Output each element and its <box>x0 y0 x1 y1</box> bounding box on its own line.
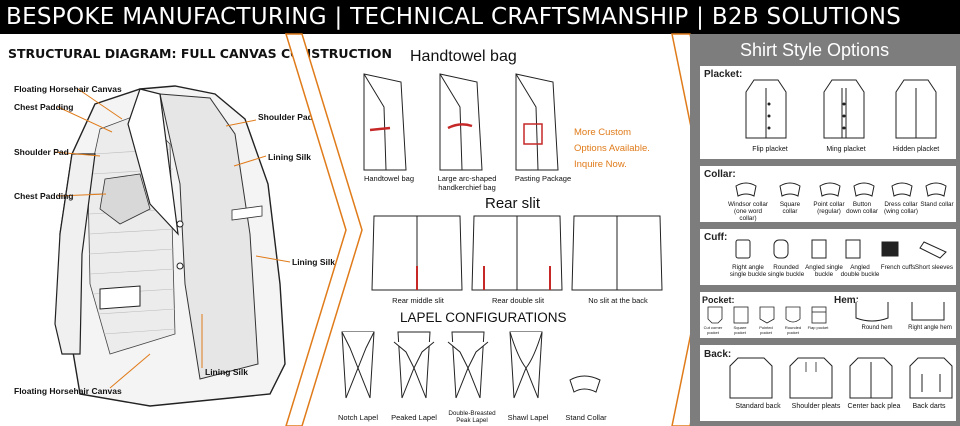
lapel-illustrations <box>341 331 601 399</box>
top-banner: BESPOKE MANUFACTURING | TECHNICAL CRAFTS… <box>0 0 960 34</box>
handtowel-caption-3: Pasting Package <box>514 174 572 183</box>
lapel-caption-1: Notch Lapel <box>337 413 379 422</box>
cuff-caption-6: Short sleeves <box>914 264 954 271</box>
pocket-illustrations <box>707 306 827 324</box>
back-illustrations <box>729 357 953 399</box>
note-line-2: Options Available. <box>574 143 650 154</box>
shirt-options-title: Shirt Style Options <box>740 40 890 60</box>
hem-caption-2: Right angle hem <box>908 325 952 331</box>
handtowel-caption-2: Large arc-shaped handkerchief bag <box>437 174 497 192</box>
rear-slit-caption-1: Rear middle slit <box>392 296 444 305</box>
pocket-caption-3: Pointed pocket <box>759 325 773 335</box>
chevron-separator-left <box>284 33 363 426</box>
back-caption-3: Center back plea <box>847 403 901 410</box>
cuff-caption-1: Right angle single buckle <box>729 264 767 278</box>
collar-label: Collar: <box>704 169 736 180</box>
lapel-caption-4: Shawl Lapel <box>507 413 549 422</box>
callout-lining-silk-1: Lining Silk <box>268 152 311 162</box>
back-caption-4: Back darts <box>912 403 946 410</box>
handtowel-caption-1: Handtowel bag <box>363 174 415 183</box>
placket-label: Placket: <box>704 69 743 80</box>
collar-caption-4: Button down collar <box>846 201 878 215</box>
placket-illustrations <box>745 79 937 139</box>
callout-floating-canvas-bottom: Floating Horsehair Canvas <box>14 386 122 396</box>
callout-chest-padding-top: Chest Padding <box>14 102 74 112</box>
placket-caption-2: Ming placket <box>826 146 866 153</box>
rear-slit-caption-3: No slit at the back <box>588 296 648 305</box>
lapel-title: LAPEL CONFIGURATIONS <box>400 310 567 325</box>
back-label: Back: <box>704 349 732 360</box>
callout-floating-canvas-top: Floating Horsehair Canvas <box>14 84 122 94</box>
custom-options-note: More Custom Options Available. Inquire N… <box>574 125 666 173</box>
lapel-caption-5: Stand Collar <box>565 413 607 422</box>
hem-caption-1: Round hem <box>861 325 893 331</box>
handtowel-illustrations <box>363 73 559 171</box>
handtowel-title: Handtowel bag <box>410 48 517 65</box>
collar-illustrations <box>735 182 947 197</box>
hem-illustrations <box>855 302 945 322</box>
placket-caption-3: Hidden placket <box>892 146 940 153</box>
pocket-caption-5: Flap pocket <box>807 325 829 330</box>
collar-caption-3: Point collar (regular) <box>813 201 845 215</box>
back-caption-1: Standard back <box>735 403 781 410</box>
collar-caption-6: Stand collar <box>920 201 954 208</box>
callout-shoulder-pad-left: Shoulder Pad <box>14 147 69 157</box>
hem-label: Hem: <box>834 295 860 306</box>
pocket-caption-2: Square pocket <box>733 325 747 335</box>
back-caption-2: Shoulder pleats <box>791 403 841 410</box>
rear-slit-title: Rear slit <box>485 195 541 212</box>
collar-caption-1: Windsor collar (one word collar) <box>728 201 768 222</box>
pocket-caption-1: Cut corner pocket <box>703 325 723 335</box>
callout-lining-silk-3: Lining Silk <box>205 367 248 377</box>
lapel-caption-3: Double-Breasted Peak Lapel <box>448 410 496 424</box>
callout-chest-padding-mid: Chest Padding <box>14 191 74 201</box>
note-line-3: Inquire Now. <box>574 159 627 170</box>
callout-shoulder-pad-right: Shoulder Pad <box>258 112 313 122</box>
callout-lining-silk-2: Lining Silk <box>292 257 335 267</box>
cuff-illustrations <box>735 239 947 259</box>
pocket-label: Pocket: <box>702 295 735 305</box>
collar-caption-5: Dress collar (wing collar) <box>884 201 918 215</box>
jacket-illustration <box>53 85 291 407</box>
cuff-label: Cuff: <box>704 232 728 243</box>
cuff-caption-2: Rounded single buckle <box>767 264 805 278</box>
placket-caption-1: Flip placket <box>752 146 788 153</box>
cuff-caption-4: Angled double buckle <box>840 264 880 278</box>
rear-slit-caption-2: Rear double slit <box>491 296 545 305</box>
pocket-caption-4: Rounded pocket <box>784 325 802 335</box>
collar-caption-2: Square collar <box>779 201 801 215</box>
cuff-caption-5: French cuffs <box>880 264 916 271</box>
note-line-1: More Custom <box>574 127 632 138</box>
lapel-caption-2: Peaked Lapel <box>391 413 437 422</box>
cuff-caption-3: Angled single buckle <box>805 264 843 278</box>
rear-slit-illustrations <box>371 215 663 291</box>
